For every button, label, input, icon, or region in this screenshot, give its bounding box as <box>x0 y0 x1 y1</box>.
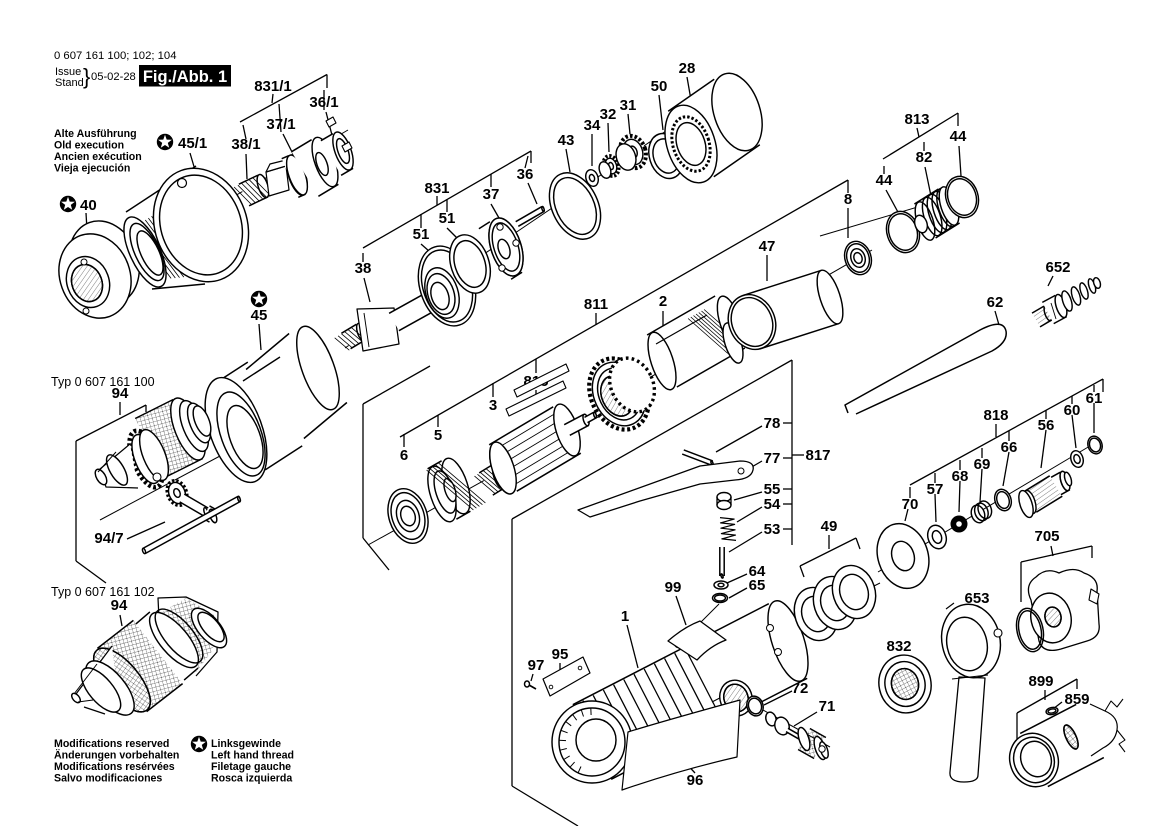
svg-text:38: 38 <box>355 260 372 277</box>
svg-text:97: 97 <box>528 657 545 674</box>
svg-text:70: 70 <box>902 496 919 513</box>
svg-text:8: 8 <box>844 191 852 208</box>
svg-text:Fig./Abb. 1: Fig./Abb. 1 <box>143 68 227 86</box>
svg-text:57: 57 <box>927 481 944 498</box>
svg-text:Modifications reserved: Modifications reserved <box>54 738 169 750</box>
svg-text:Rosca izquierda: Rosca izquierda <box>211 773 292 785</box>
svg-text:831: 831 <box>424 180 449 197</box>
svg-text:95: 95 <box>552 646 569 663</box>
svg-text:47: 47 <box>759 238 776 255</box>
svg-text:62: 62 <box>987 294 1004 311</box>
svg-text:653: 653 <box>964 590 989 607</box>
svg-text:51: 51 <box>439 210 456 227</box>
svg-text:818: 818 <box>983 407 1008 424</box>
svg-text:82: 82 <box>916 149 933 166</box>
svg-text:94: 94 <box>112 385 129 402</box>
svg-text:36: 36 <box>517 166 534 183</box>
svg-text:813: 813 <box>904 111 929 128</box>
svg-text:1: 1 <box>621 608 629 625</box>
svg-text:37/1: 37/1 <box>266 116 295 133</box>
svg-text:Alte Ausführung: Alte Ausführung <box>54 128 137 140</box>
svg-text:61: 61 <box>1086 390 1103 407</box>
svg-text:652: 652 <box>1045 259 1070 276</box>
svg-text:2: 2 <box>659 293 667 310</box>
svg-text:Ancien exécution: Ancien exécution <box>54 151 142 163</box>
svg-text:859: 859 <box>1064 691 1089 708</box>
svg-text:94: 94 <box>111 597 128 614</box>
svg-text:37: 37 <box>483 186 500 203</box>
svg-text:899: 899 <box>1028 673 1053 690</box>
svg-text:77: 77 <box>764 450 781 467</box>
svg-text:31: 31 <box>620 97 637 114</box>
svg-text:96: 96 <box>687 772 704 789</box>
svg-text:5: 5 <box>434 427 442 444</box>
svg-text:Änderungen vorbehalten: Änderungen vorbehalten <box>54 749 179 762</box>
svg-text:Linksgewinde: Linksgewinde <box>211 738 281 750</box>
svg-text:44: 44 <box>950 128 967 145</box>
svg-text:55: 55 <box>764 481 781 498</box>
svg-text:32: 32 <box>600 106 617 123</box>
svg-text:Salvo modificaciones: Salvo modificaciones <box>54 773 162 785</box>
svg-text:705: 705 <box>1034 528 1059 545</box>
svg-text:811: 811 <box>584 296 608 313</box>
svg-text:6: 6 <box>400 447 408 464</box>
svg-text:45: 45 <box>251 307 268 324</box>
svg-text:36/1: 36/1 <box>309 94 338 111</box>
svg-text:}: } <box>83 64 90 89</box>
svg-text:28: 28 <box>679 60 696 77</box>
svg-text:66: 66 <box>1001 439 1018 456</box>
svg-text:Vieja ejecución: Vieja ejecución <box>54 163 130 175</box>
svg-text:78: 78 <box>764 415 781 432</box>
svg-text:38/1: 38/1 <box>231 136 260 153</box>
svg-text:40: 40 <box>80 197 97 214</box>
svg-text:831/1: 831/1 <box>254 78 292 95</box>
svg-text:49: 49 <box>821 518 838 535</box>
svg-text:53: 53 <box>764 521 781 538</box>
svg-text:56: 56 <box>1038 417 1055 434</box>
svg-text:44: 44 <box>876 172 893 189</box>
svg-text:99: 99 <box>665 579 682 596</box>
svg-text:50: 50 <box>651 78 668 95</box>
svg-text:Filetage gauche: Filetage gauche <box>211 761 291 773</box>
svg-text:65: 65 <box>749 577 766 594</box>
svg-text:Issue: Issue <box>55 66 81 78</box>
svg-text:Typ 0 607 161 102: Typ 0 607 161 102 <box>51 585 155 599</box>
svg-text:Modifications resérvées: Modifications resérvées <box>54 761 175 773</box>
svg-text:71: 71 <box>819 698 836 715</box>
svg-text:Typ 0 607 161 100: Typ 0 607 161 100 <box>51 375 155 389</box>
svg-text:68: 68 <box>952 468 969 485</box>
svg-text:05-02-28: 05-02-28 <box>91 71 136 83</box>
svg-text:Left hand thread: Left hand thread <box>211 750 294 762</box>
svg-text:34: 34 <box>584 117 601 134</box>
svg-text:Old execution: Old execution <box>54 140 124 152</box>
svg-text:3: 3 <box>489 397 497 414</box>
svg-text:817: 817 <box>805 447 830 464</box>
svg-text:45/1: 45/1 <box>178 135 207 152</box>
svg-text:Stand: Stand <box>55 77 84 89</box>
svg-text:69: 69 <box>974 456 991 473</box>
svg-text:60: 60 <box>1064 402 1081 419</box>
svg-text:54: 54 <box>764 496 781 513</box>
svg-text:94/7: 94/7 <box>94 530 123 547</box>
svg-text:64: 64 <box>749 563 766 580</box>
svg-text:51: 51 <box>413 226 430 243</box>
svg-text:43: 43 <box>558 132 575 149</box>
svg-text:0 607 161 100; 102; 104: 0 607 161 100; 102; 104 <box>54 50 177 62</box>
svg-text:832: 832 <box>886 638 911 655</box>
